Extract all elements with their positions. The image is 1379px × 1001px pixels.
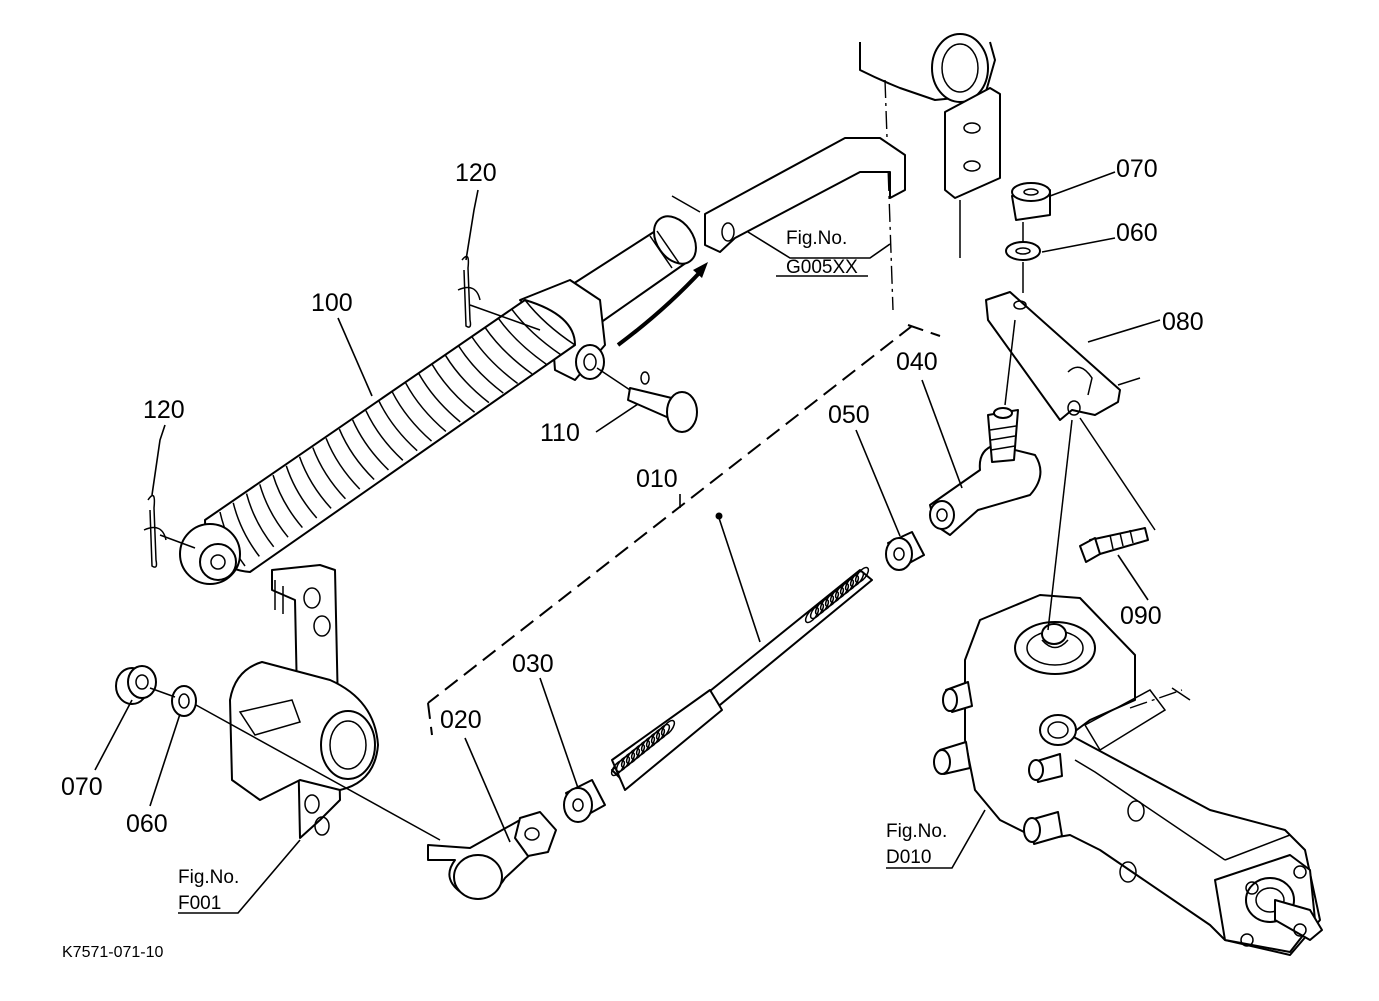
- bellows-ring: [285, 465, 318, 519]
- bellows-ring: [484, 327, 533, 375]
- bellows-ring: [524, 299, 576, 346]
- bellows-ring: [351, 419, 389, 471]
- part-030-nut: [563, 779, 606, 823]
- frame-f001: [229, 564, 379, 839]
- label-020: 020: [440, 706, 482, 734]
- thread-ring: [660, 719, 676, 737]
- label-010: 010: [636, 465, 678, 493]
- bellows-ring: [458, 345, 504, 394]
- label-060-left: 060: [126, 810, 168, 838]
- label-120-left: 120: [143, 396, 185, 424]
- bellows-ring: [431, 364, 476, 413]
- label-100: 100: [311, 289, 353, 317]
- part-070-nut-left: [115, 665, 157, 705]
- fig-ref-f001-code: F001: [178, 893, 221, 914]
- label-070-top: 070: [1116, 155, 1158, 183]
- part-080-lever: [985, 291, 1141, 421]
- part-110-pin: [596, 367, 698, 433]
- bellows-ring: [418, 373, 461, 423]
- drawing-code: K7571-071-10: [62, 944, 164, 961]
- frame-top-right: [859, 33, 1001, 311]
- bellows-ring: [325, 437, 361, 490]
- part-060-washer-left: [171, 685, 197, 717]
- bellows-ring: [365, 410, 404, 461]
- fig-ref-d010-prefix: Fig.No.: [886, 821, 947, 842]
- label-040: 040: [896, 348, 938, 376]
- part-010-assembly-box: [427, 324, 941, 736]
- part-120-clip-left: [143, 494, 196, 568]
- label-030: 030: [512, 650, 554, 678]
- label-080: 080: [1162, 308, 1204, 336]
- label-060-top: 060: [1116, 219, 1158, 247]
- fig-ref-d010-code: D010: [886, 847, 931, 868]
- fig-ref-g005-code: G005XX: [786, 257, 858, 278]
- bellows-ring: [245, 493, 275, 548]
- bellows-rings: [219, 299, 576, 567]
- rod-threads-lower: [610, 719, 676, 777]
- fig-ref-g005-prefix: Fig.No.: [786, 228, 847, 249]
- bellows-ring: [312, 447, 346, 500]
- bellows-ring: [378, 401, 418, 452]
- bellows-ring: [272, 474, 303, 529]
- lift-arm-bracket: [671, 137, 906, 253]
- part-040-rod-end: [929, 407, 1042, 536]
- bellows-ring: [391, 391, 433, 442]
- bellows-ring: [338, 428, 375, 481]
- label-050: 050: [828, 401, 870, 429]
- gearbox-d010: [933, 594, 1323, 956]
- bellows-ring: [511, 308, 562, 356]
- arrow-head: [693, 262, 708, 278]
- label-090: 090: [1120, 602, 1162, 630]
- bellows-ring: [471, 336, 519, 385]
- bellows-ring: [298, 456, 332, 509]
- part-090-bolt: [1079, 417, 1156, 563]
- fig-ref-f001-prefix: Fig.No.: [178, 867, 239, 888]
- rod-threads-upper: [804, 566, 870, 624]
- bellows-ring: [404, 382, 447, 433]
- label-110: 110: [540, 419, 580, 447]
- part-010-rod: [610, 512, 873, 791]
- thread-ring: [854, 566, 870, 584]
- part-100-cylinder: [179, 215, 697, 585]
- bellows-ring: [232, 502, 260, 557]
- part-050-nut: [885, 531, 925, 571]
- bellows-ring: [497, 317, 547, 365]
- motion-arrow: [616, 268, 704, 347]
- part-060-washer-top: [1005, 241, 1041, 261]
- bellows-ring: [259, 484, 289, 538]
- bellows-ring: [444, 354, 490, 404]
- label-070-left: 070: [61, 773, 103, 801]
- part-070-nut-top: [1011, 182, 1051, 221]
- part-020-rod-end: [427, 811, 557, 900]
- label-120-top: 120: [455, 159, 497, 187]
